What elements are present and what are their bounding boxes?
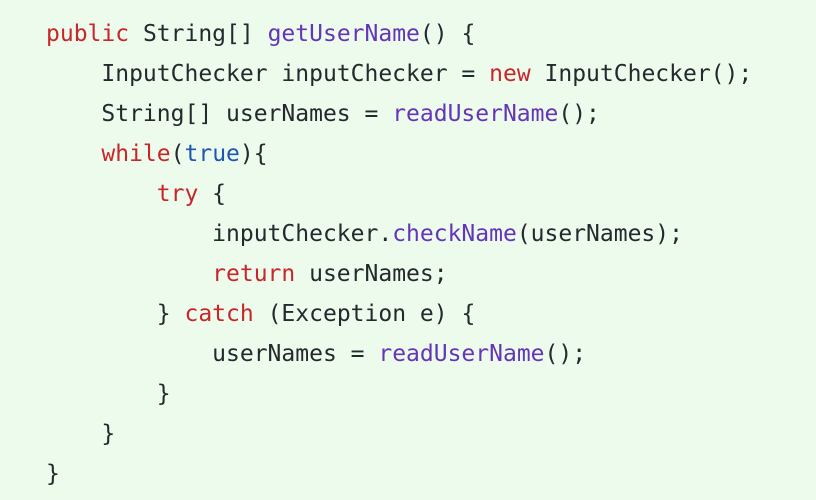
- code-token-method: readUserName: [392, 101, 559, 127]
- code-token-method: readUserName: [378, 341, 545, 367]
- code-line: userNames = readUserName();: [46, 334, 816, 374]
- code-token-keyword: return: [212, 261, 296, 287]
- code-token-keyword: public: [46, 21, 130, 47]
- code-token-plain: ();: [558, 101, 600, 127]
- code-line: }: [46, 374, 816, 414]
- code-line: return userNames;: [46, 254, 816, 294]
- code-token-method: checkName: [392, 221, 517, 247]
- code-token-plain: userNames =: [212, 341, 379, 367]
- code-token-plain: () {: [419, 21, 476, 47]
- code-line: }: [46, 454, 816, 494]
- code-token-plain: String[] userNames =: [101, 101, 393, 127]
- code-indent: [46, 261, 212, 287]
- code-token-plain: ();: [544, 341, 587, 367]
- code-token-literal: true: [184, 141, 240, 167]
- code-token-method: getUserName: [267, 21, 420, 47]
- code-line: }: [46, 414, 816, 454]
- code-line: while(true){: [46, 134, 816, 174]
- code-token-plain: InputChecker();: [530, 61, 753, 87]
- code-token-plain: userNames;: [295, 261, 448, 287]
- code-indent: [46, 141, 101, 167]
- code-token-plain: }: [156, 301, 185, 327]
- code-indent: [46, 341, 212, 367]
- code-token-plain: }: [156, 381, 171, 407]
- code-indent: [46, 101, 101, 127]
- code-line: String[] userNames = readUserName();: [46, 94, 816, 134]
- code-token-keyword: while: [101, 141, 171, 167]
- code-line: } catch (Exception e) {: [46, 294, 816, 334]
- code-token-plain: ){: [239, 141, 268, 167]
- code-token-keyword: catch: [184, 301, 254, 327]
- code-token-keyword: new: [489, 61, 531, 87]
- code-line: inputChecker.checkName(userNames);: [46, 214, 816, 254]
- code-token-plain: (: [170, 141, 185, 167]
- code-token-plain: InputChecker inputChecker =: [101, 61, 490, 87]
- code-indent: [46, 301, 157, 327]
- code-token-plain: (userNames);: [516, 221, 683, 247]
- code-indent: [46, 61, 101, 87]
- code-indent: [46, 221, 212, 247]
- code-token-plain: (Exception e) {: [253, 301, 476, 327]
- code-indent: [46, 381, 157, 407]
- code-token-keyword: try: [156, 181, 199, 207]
- code-line: public String[] getUserName() {: [46, 14, 816, 54]
- code-line: try {: [46, 174, 816, 214]
- code-indent: [46, 181, 157, 207]
- code-token-plain: }: [101, 421, 116, 447]
- code-token-plain: {: [198, 181, 227, 207]
- code-token-plain: String[]: [129, 21, 268, 47]
- code-line: InputChecker inputChecker = new InputChe…: [46, 54, 816, 94]
- code-indent: [46, 421, 101, 447]
- code-token-plain: }: [46, 461, 60, 487]
- code-token-plain: inputChecker.: [212, 221, 393, 247]
